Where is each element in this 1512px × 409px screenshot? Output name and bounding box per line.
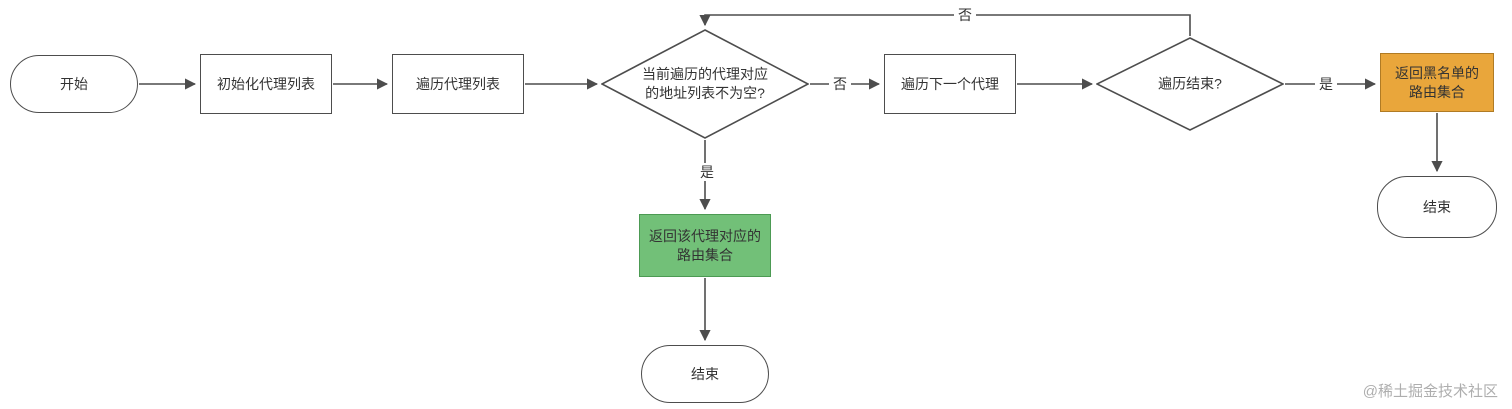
edge-label-finished-no: 否 (954, 6, 976, 24)
edge-label-not-empty-yes: 是 (696, 163, 718, 181)
diamond-shape (1096, 37, 1284, 131)
node-iterate-next-proxy: 遍历下一个代理 (884, 54, 1016, 114)
node-return-blacklist-routes-label: 返回黑名单的路由集合 (1395, 64, 1479, 100)
node-start-label: 开始 (60, 75, 88, 92)
node-decision-address-list-not-empty: 当前遍历的代理对应的地址列表不为空? (601, 29, 809, 139)
node-decision-iteration-finished-label: 遍历结束? (1158, 75, 1222, 92)
watermark: @稀土掘金技术社区 (1362, 383, 1498, 400)
node-decision-address-list-label: 当前遍历的代理对应的地址列表不为空? (642, 66, 768, 101)
node-decision-iteration-finished: 遍历结束? (1096, 37, 1284, 131)
edge-label-not-empty-no: 否 (829, 75, 851, 93)
node-return-proxy-routes: 返回该代理对应的路由集合 (639, 214, 771, 277)
node-return-blacklist-routes: 返回黑名单的路由集合 (1380, 53, 1494, 112)
node-init-proxy-list-label: 初始化代理列表 (217, 75, 315, 92)
node-end-bottom: 结束 (641, 345, 769, 403)
node-iterate-proxy-list-label: 遍历代理列表 (416, 75, 500, 92)
edge-label-finished-yes: 是 (1315, 75, 1337, 93)
node-start: 开始 (10, 55, 138, 113)
node-end-right: 结束 (1377, 176, 1497, 238)
node-end-right-label: 结束 (1423, 198, 1451, 215)
node-iterate-next-proxy-label: 遍历下一个代理 (901, 75, 999, 92)
node-end-bottom-label: 结束 (691, 365, 719, 382)
node-init-proxy-list: 初始化代理列表 (200, 54, 332, 114)
node-iterate-proxy-list: 遍历代理列表 (392, 54, 524, 114)
node-return-proxy-routes-label: 返回该代理对应的路由集合 (649, 227, 761, 263)
edge-finished-no-loop-back (699, 14, 1191, 36)
diamond-shape (601, 29, 809, 139)
